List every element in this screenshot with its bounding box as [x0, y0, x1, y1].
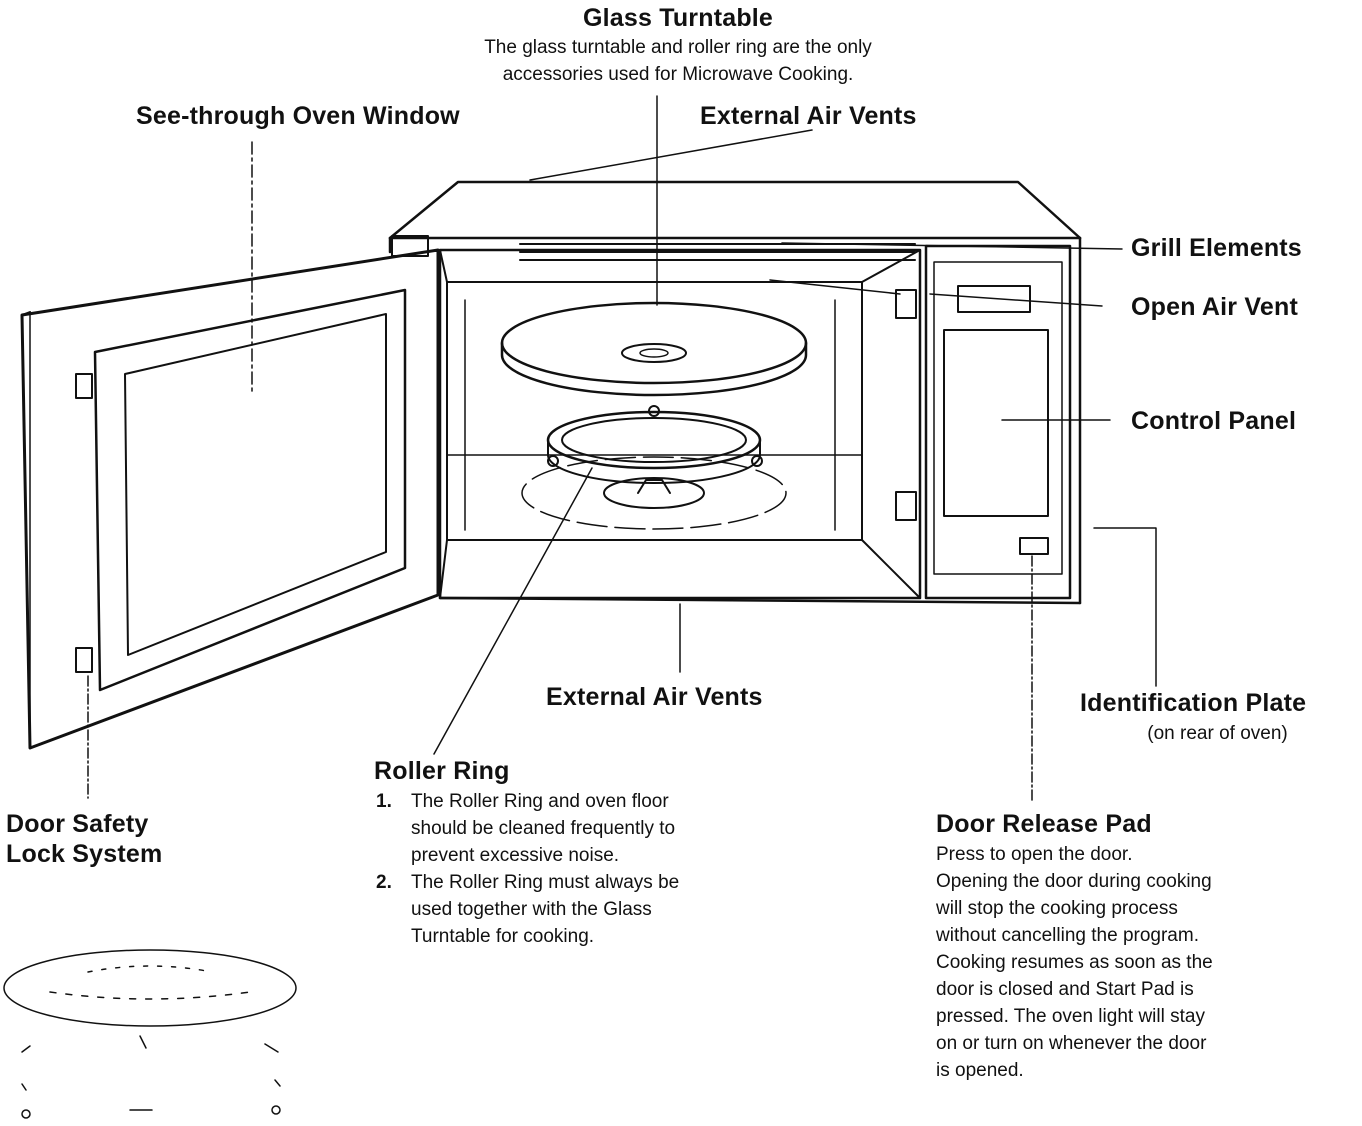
desc-line: Cooking resumes as soon as the	[936, 952, 1213, 973]
label-control-panel: Control Panel	[1131, 407, 1297, 435]
roller-ring-drawing	[521, 405, 787, 530]
label-identification-plate: Identification Plate	[1080, 689, 1307, 717]
note-line: prevent excessive noise.	[411, 845, 620, 866]
roller-ring-note: 2. The Roller Ring must always be used t…	[374, 869, 679, 950]
desc-line: Press to open the door.	[936, 844, 1133, 865]
label-external-air-vents-top: External Air Vents	[700, 102, 917, 130]
glass-turntable-desc-1: The glass turntable and roller ring are …	[484, 37, 872, 58]
open-door	[20, 235, 440, 750]
desc-line: door is closed and Start Pad is	[936, 979, 1194, 1000]
glass-turntable-desc-2: accessories used for Microwave Cooking.	[502, 64, 854, 85]
label-door-release-pad: Door Release Pad	[936, 810, 1152, 838]
label-door-safety-1: Door Safety	[6, 810, 149, 838]
label-glass-turntable: Glass Turntable	[582, 4, 774, 32]
desc-line: without cancelling the program.	[936, 925, 1199, 946]
label-door-safety-2: Lock System	[6, 840, 163, 868]
note-line: should be cleaned frequently to	[411, 818, 676, 839]
label-roller-ring: Roller Ring	[374, 757, 510, 785]
label-grill-elements: Grill Elements	[1131, 234, 1302, 262]
desc-line: will stop the cooking process	[936, 898, 1178, 919]
open-air-vent	[895, 289, 917, 521]
desc-line: Opening the door during cooking	[936, 871, 1212, 892]
turntable-sketch	[3, 949, 297, 1119]
identification-plate-note: (on rear of oven)	[1147, 723, 1288, 744]
control-panel-drawing	[924, 244, 1072, 600]
label-open-air-vent: Open Air Vent	[1131, 293, 1298, 321]
desc-line: on or turn on whenever the door	[936, 1033, 1207, 1054]
oven-body	[388, 180, 1082, 605]
desc-line: is opened.	[936, 1060, 1024, 1081]
note-line: used together with the Glass	[411, 899, 652, 920]
note-number: 2.	[376, 872, 392, 893]
label-external-air-vents-bottom: External Air Vents	[546, 683, 763, 711]
glass-turntable-drawing	[500, 301, 808, 397]
label-oven-window: See-through Oven Window	[136, 102, 460, 130]
leader-lines	[87, 95, 1157, 801]
note-line: The Roller Ring and oven floor	[411, 791, 669, 812]
roller-ring-note: 1. The Roller Ring and oven floor should…	[374, 788, 679, 869]
grill-elements	[519, 243, 916, 261]
desc-line: pressed. The oven light will stay	[936, 1006, 1205, 1027]
roller-ring-notes: 1. The Roller Ring and oven floor should…	[374, 788, 679, 950]
door-release-desc: Press to open the door. Opening the door…	[936, 841, 1213, 1084]
note-line: Turntable for cooking.	[411, 926, 595, 947]
note-line: The Roller Ring must always be	[411, 872, 680, 893]
note-number: 1.	[376, 791, 392, 812]
